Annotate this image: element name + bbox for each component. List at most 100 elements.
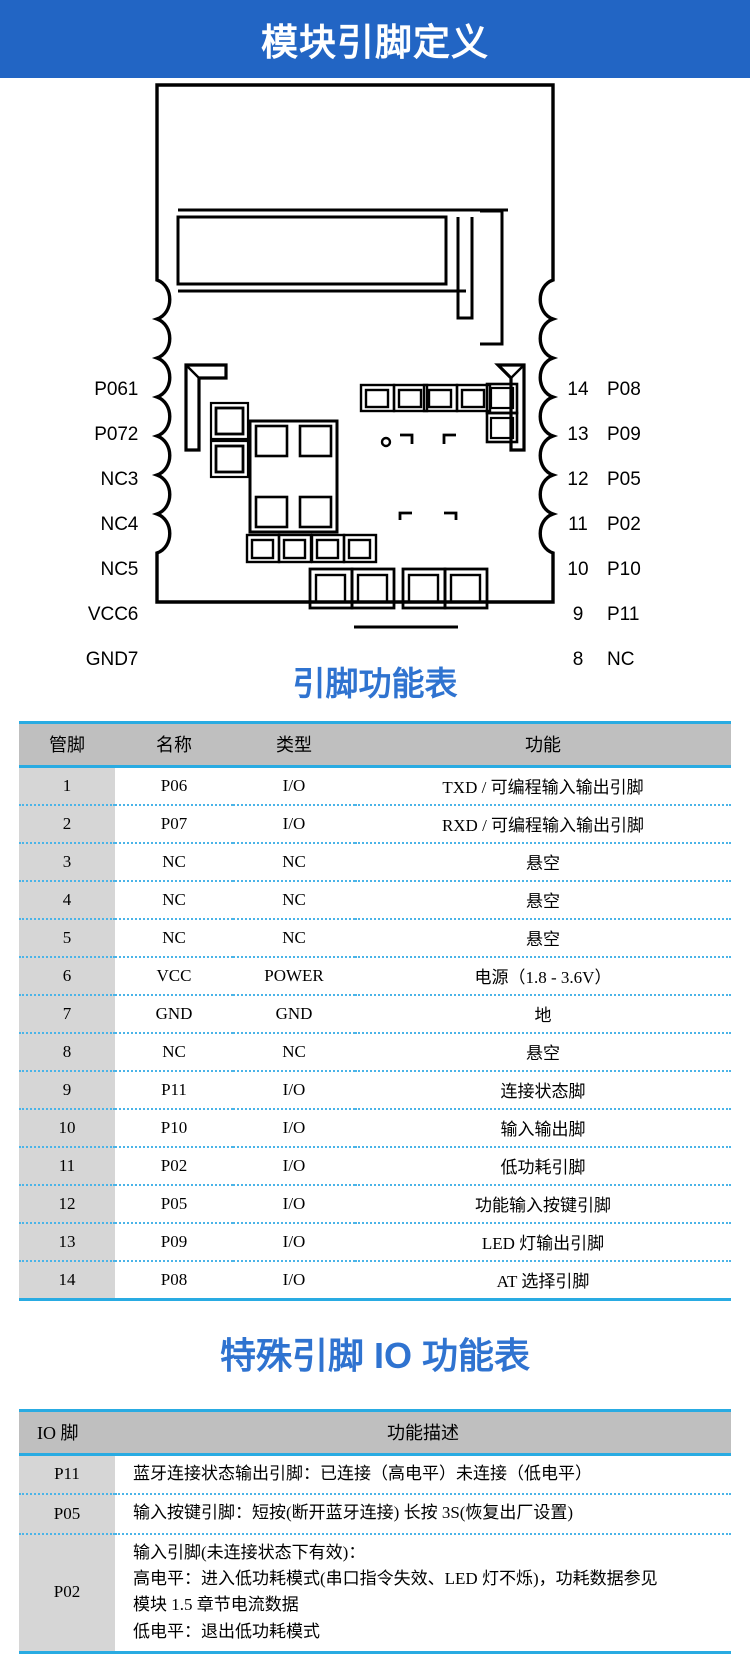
table-header-row: 管脚 名称 类型 功能 <box>19 721 731 768</box>
pin-label-left-5-name: NC <box>100 559 128 580</box>
cell-pin-type: I/O <box>233 1109 355 1148</box>
description-line: 输入引脚(未连接状态下有效)： <box>133 1542 366 1562</box>
pin-table-title: 引脚功能表 <box>292 665 458 702</box>
cell-pin-name: P07 <box>115 805 233 844</box>
cell-pin-name: P09 <box>115 1223 233 1262</box>
io-table-title: 特殊引脚 IO 功能表 <box>219 1335 530 1376</box>
cell-pin-name: P02 <box>115 1147 233 1186</box>
cell-pin-type: I/O <box>233 766 355 806</box>
cell-pin-number: 2 <box>19 805 115 844</box>
cell-pin-name: NC <box>115 881 233 920</box>
pin-label-right-14-num: 14 <box>567 379 589 400</box>
cell-pin-number: 3 <box>19 843 115 882</box>
module-outline-svg <box>151 83 559 629</box>
table-row: P05 输入按键引脚：短按(断开蓝牙连接) 长按 3S(恢复出厂设置) <box>19 1494 731 1535</box>
cell-pin-function: AT 选择引脚 <box>355 1261 731 1301</box>
table-row: 4 NC NC 悬空 <box>19 881 731 920</box>
cell-io-description: 输入引脚(未连接状态下有效)： 高电平：进入低功耗模式(串口指令失效、LED 灯… <box>115 1533 731 1654</box>
pin-label-right-12-name: P05 <box>607 469 641 490</box>
pin-label-left-4-num: 4 <box>127 514 139 535</box>
cell-pin-function: 悬空 <box>355 843 731 882</box>
table-row: 12 P05 I/O 功能输入按键引脚 <box>19 1185 731 1224</box>
table-row: 11 P02 I/O 低功耗引脚 <box>19 1147 731 1186</box>
cell-pin-function: TXD / 可编程输入输出引脚 <box>355 766 731 806</box>
cell-pin-number: 1 <box>19 766 115 806</box>
cell-pin-number: 12 <box>19 1185 115 1224</box>
pin-label-right-10-name: P10 <box>607 559 641 580</box>
table-row: P11 蓝牙连接状态输出引脚：已连接（高电平）未连接（低电平） <box>19 1454 731 1496</box>
cell-pin-name: P06 <box>115 766 233 806</box>
cell-pin-function: 地 <box>355 995 731 1034</box>
pin-label-left-3-num: 3 <box>127 469 139 490</box>
table-row: 9 P11 I/O 连接状态脚 <box>19 1071 731 1110</box>
cell-pin-number: 6 <box>19 957 115 996</box>
pin-label-right-14-name: P08 <box>607 379 641 400</box>
cell-pin-number: 5 <box>19 919 115 958</box>
cell-pin-type: I/O <box>233 1261 355 1301</box>
cell-pin-name: NC <box>115 919 233 958</box>
cell-pin-type: I/O <box>233 1071 355 1110</box>
table-row: 7 GND GND 地 <box>19 995 731 1034</box>
cell-pin-function: 低功耗引脚 <box>355 1147 731 1186</box>
cell-io-description: 输入按键引脚：短按(断开蓝牙连接) 长按 3S(恢复出厂设置) <box>115 1494 731 1535</box>
cell-pin-type: NC <box>233 1033 355 1072</box>
pin-label-right-12-num: 12 <box>567 469 589 490</box>
cell-pin-type: POWER <box>233 957 355 996</box>
cell-pin-number: 4 <box>19 881 115 920</box>
table-row: 5 NC NC 悬空 <box>19 919 731 958</box>
description-line: 蓝牙连接状态输出引脚：已连接（高电平）未连接（低电平） <box>133 1464 592 1483</box>
description-line: 模块 1.5 章节电流数据 <box>133 1595 299 1615</box>
module-pinout-diagram: P06 1 P07 2 NC 3 NC 4 NC 5 VCC 6 GND 7 1… <box>0 78 750 670</box>
pin-label-left-2-name: P07 <box>94 424 128 445</box>
header-pin-function: 功能 <box>355 721 731 768</box>
pin-label-right-11-num: 11 <box>568 514 588 535</box>
pin-label-left-7-num: 7 <box>127 649 139 670</box>
cell-pin-number: 9 <box>19 1071 115 1110</box>
cell-pin-name: NC <box>115 843 233 882</box>
pin-label-right-13-name: P09 <box>607 424 641 445</box>
cell-pin-name: P11 <box>115 1071 233 1110</box>
description-line: 输入按键引脚：短按(断开蓝牙连接) 长按 3S(恢复出厂设置) <box>133 1503 574 1523</box>
pin-label-left-4-name: NC <box>100 514 128 535</box>
description-line: 低电平：退出低功耗模式 <box>133 1621 320 1641</box>
cell-pin-name: GND <box>115 995 233 1034</box>
cell-pin-name: P10 <box>115 1109 233 1148</box>
table-row: 6 VCC POWER 电源（1.8 - 3.6V） <box>19 957 731 996</box>
pin-label-right-11-name: P02 <box>607 514 641 535</box>
cell-pin-function: 输入输出脚 <box>355 1109 731 1148</box>
cell-io-pin: P02 <box>19 1533 115 1654</box>
cell-pin-type: NC <box>233 881 355 920</box>
table-row: 3 NC NC 悬空 <box>19 843 731 882</box>
cell-pin-name: P05 <box>115 1185 233 1224</box>
cell-pin-number: 8 <box>19 1033 115 1072</box>
cell-pin-function: 连接状态脚 <box>355 1071 731 1110</box>
cell-io-pin: P11 <box>19 1454 115 1496</box>
cell-pin-function: 悬空 <box>355 881 731 920</box>
header-pin-type: 类型 <box>233 721 355 768</box>
cell-io-pin: P05 <box>19 1494 115 1535</box>
cell-pin-function: RXD / 可编程输入输出引脚 <box>355 805 731 844</box>
pin-label-left-3-name: NC <box>100 469 128 490</box>
pin-label-left-2-num: 2 <box>127 424 139 445</box>
header-pin-name: 名称 <box>115 721 233 768</box>
table-header-row: IO 脚 功能描述 <box>19 1409 731 1456</box>
pin-label-left-5-num: 5 <box>127 559 139 580</box>
cell-pin-name: VCC <box>115 957 233 996</box>
pin-label-right-9-name: P11 <box>607 604 640 625</box>
cell-pin-type: I/O <box>233 1147 355 1186</box>
cell-pin-function: 功能输入按键引脚 <box>355 1185 731 1224</box>
cell-pin-function: LED 灯输出引脚 <box>355 1223 731 1262</box>
header-io-description: 功能描述 <box>115 1409 731 1456</box>
cell-pin-function: 电源（1.8 - 3.6V） <box>355 957 731 996</box>
table-row: 14 P08 I/O AT 选择引脚 <box>19 1261 731 1301</box>
cell-pin-function: 悬空 <box>355 919 731 958</box>
cell-pin-number: 7 <box>19 995 115 1034</box>
table-row: 13 P09 I/O LED 灯输出引脚 <box>19 1223 731 1262</box>
cell-pin-number: 13 <box>19 1223 115 1262</box>
description-line: 高电平：进入低功耗模式(串口指令失效、LED 灯不烁)，功耗数据参见 <box>133 1569 658 1589</box>
table-row: 8 NC NC 悬空 <box>19 1033 731 1072</box>
pin-label-left-1-num: 1 <box>127 379 139 400</box>
pin-label-right-10-num: 10 <box>567 559 589 580</box>
cell-pin-number: 14 <box>19 1261 115 1301</box>
table-row: 10 P10 I/O 输入输出脚 <box>19 1109 731 1148</box>
